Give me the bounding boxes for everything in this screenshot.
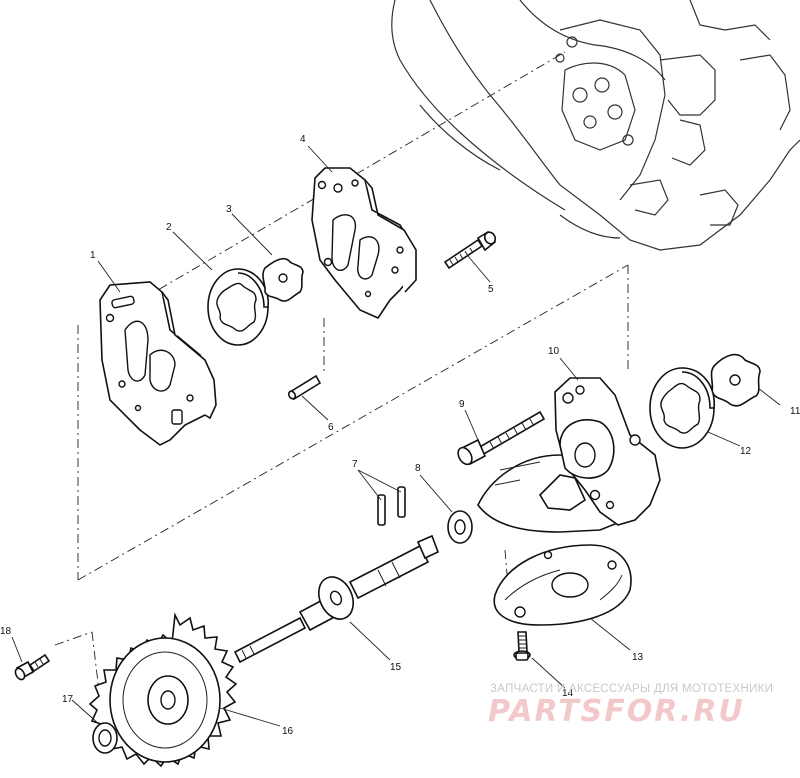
part-4-pump-cover xyxy=(311,167,417,320)
callout-6: 6 xyxy=(328,422,334,433)
part-15-shaft xyxy=(233,534,440,664)
callout-16: 16 xyxy=(282,726,294,737)
callout-18: 18 xyxy=(0,626,12,637)
callout-7: 7 xyxy=(352,459,358,470)
callout-11: 11 xyxy=(790,406,800,417)
watermark-caption: ЗАПЧАСТИ И АКСЕССУАРЫ ДЛЯ МОТОТЕХНИКИ xyxy=(490,683,774,695)
part-14-screw xyxy=(513,631,531,661)
callout-12: 12 xyxy=(740,446,752,457)
part-10-pump-body xyxy=(477,377,661,533)
leader-lines xyxy=(11,145,781,727)
callout-13: 13 xyxy=(632,652,644,663)
part-6-dowel-pin xyxy=(287,374,322,401)
part-13-gasket xyxy=(493,544,632,626)
callout-10: 10 xyxy=(548,346,560,357)
part-11-inner-rotor xyxy=(710,353,761,407)
callout-1: 1 xyxy=(90,250,96,261)
crankcase-outline xyxy=(391,0,800,251)
part-number-callouts: 1 2 3 4 5 6 7 8 9 10 11 12 13 14 15 16 1… xyxy=(0,134,800,737)
watermark-brand: PARTSFOR.RU xyxy=(488,694,745,729)
part-9-bolt xyxy=(457,410,546,466)
callout-2: 2 xyxy=(166,222,172,233)
callout-8: 8 xyxy=(415,463,421,474)
part-7-pins xyxy=(377,486,406,526)
part-5-screw xyxy=(443,230,497,270)
part-16-gear xyxy=(88,612,238,768)
callout-4: 4 xyxy=(300,134,306,145)
part-17-ring xyxy=(92,722,118,754)
callout-3: 3 xyxy=(226,204,232,215)
callout-17: 17 xyxy=(62,694,74,705)
callout-15: 15 xyxy=(390,662,402,673)
part-1-pump-housing xyxy=(99,281,217,446)
part-2-outer-rotor xyxy=(207,268,269,346)
part-18-bolt xyxy=(14,653,51,681)
part-8-washer xyxy=(447,510,473,544)
part-3-inner-rotor xyxy=(262,257,304,302)
callout-14: 14 xyxy=(562,688,574,699)
part-12-outer-rotor xyxy=(649,367,715,449)
callout-5: 5 xyxy=(488,284,494,295)
callout-9: 9 xyxy=(459,399,465,410)
